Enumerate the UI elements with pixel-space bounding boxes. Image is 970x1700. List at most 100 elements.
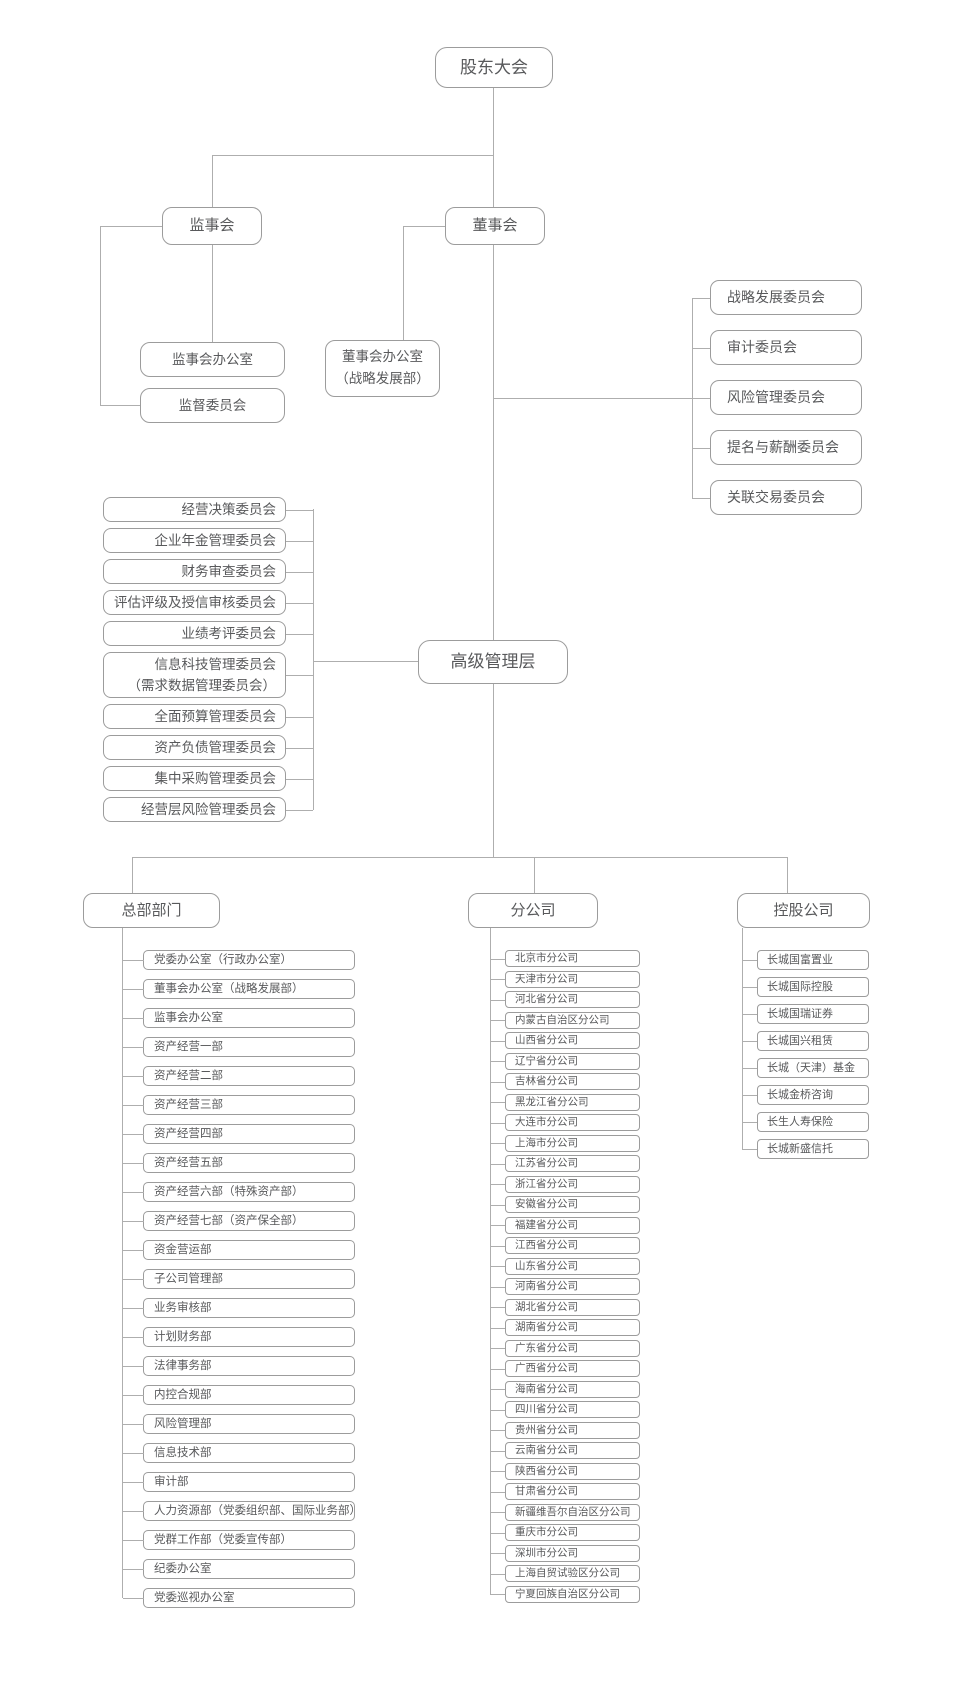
hq-department-box: 党委巡视办公室 [123,1588,355,1608]
supervisory-office-box: 监事会办公室 [140,342,285,377]
branch-company-box: 贵州省分公司 [490,1421,640,1439]
holding-company-box: 长城金桥咨询 [742,1085,869,1105]
connector-line [100,226,101,406]
branch-company-box: 河北省分公司 [490,991,640,1008]
hq-department-box: 资产经营二部 [123,1066,355,1086]
branch-company-box: 湖北省分公司 [490,1298,640,1316]
hq-department-box: 资产经营一部 [123,1037,355,1057]
connector-line [787,857,788,893]
branch-company-box: 四川省分公司 [490,1401,640,1418]
branches-list: 北京市分公司 天津市分公司 河北省分公司 内蒙古自治区分公司 山西省分公司 辽宁… [490,950,640,1606]
board-committee-box: 风险管理委员会 [692,380,862,415]
branch-company-box: 甘肃省分公司 [490,1483,640,1500]
board-committee-box: 关联交易委员会 [692,480,862,515]
hq-department-box: 人力资源部（党委组织部、国际业务部） [123,1501,361,1521]
branch-company-box: 大连市分公司 [490,1114,640,1131]
connector-line [403,226,445,227]
connector-line [490,928,491,1594]
hq-department-box: 业务审核部 [123,1298,355,1318]
holding-companies-list: 长城国富置业 长城国际控股 长城国瑞证券 长城国兴租赁 长城（天津）基金 长城金… [742,950,869,1166]
branch-company-box: 浙江省分公司 [490,1175,640,1193]
hq-department-box: 资产经营六部（特殊资产部） [123,1182,355,1202]
branch-company-box: 福建省分公司 [490,1216,640,1234]
holding-company-box: 长生人寿保险 [742,1112,869,1132]
hq-department-box: 资产经营三部 [123,1095,355,1115]
management-committee-box: 全面预算管理委员会 [103,704,313,729]
branch-company-box: 深圳市分公司 [490,1544,640,1562]
branch-company-box: 安徽省分公司 [490,1196,640,1213]
branch-company-box: 宁夏回族自治区分公司 [490,1585,640,1603]
holding-company-box: 长城（天津）基金 [742,1058,869,1078]
connector-line [493,684,494,857]
branch-company-box: 内蒙古自治区分公司 [490,1011,640,1029]
management-committee-box: 经营决策委员会 [103,497,313,522]
branch-company-box: 海南省分公司 [490,1380,640,1398]
hq-department-box: 法律事务部 [123,1356,355,1376]
connector-line [494,398,692,399]
hq-department-box: 信息技术部 [123,1443,355,1463]
hq-department-box: 党委办公室（行政办公室） [123,950,355,970]
hq-department-box: 党群工作部（党委宣传部） [123,1530,355,1550]
management-committees-list: 经营决策委员会 企业年金管理委员会 财务审查委员会 评估评级及授信审核委员会 业… [103,497,313,828]
connector-line [132,857,788,858]
connector-line [313,661,418,662]
management-committee-box: 信息科技管理委员会 （需求数据管理委员会） [103,652,313,698]
branch-company-box: 上海自贸试验区分公司 [490,1565,640,1582]
hq-department-box: 资产经营四部 [123,1124,355,1144]
hq-departments-header-box: 总部部门 [83,893,220,928]
connector-line [100,405,140,406]
holding-company-box: 长城新盛信托 [742,1139,869,1159]
board-of-directors-box: 董事会 [445,207,545,245]
hq-department-box: 子公司管理部 [123,1269,355,1289]
hq-department-box: 资产经营五部 [123,1153,355,1173]
hq-department-box: 风险管理部 [123,1414,355,1434]
board-committee-box: 战略发展委员会 [692,280,862,315]
hq-department-box: 资产经营七部（资产保全部） [123,1211,355,1231]
connector-line [132,857,133,895]
board-committees-list: 战略发展委员会 审计委员会 风险管理委员会 提名与薪酬委员会 关联交易委员会 [692,280,862,530]
connector-line [212,155,213,207]
management-committee-box: 财务审查委员会 [103,559,313,584]
hq-department-box: 纪委办公室 [123,1559,355,1579]
branch-company-box: 江西省分公司 [490,1237,640,1254]
connector-line [742,928,743,1149]
connector-line [403,226,404,340]
hq-departments-list: 党委办公室（行政办公室） 董事会办公室（战略发展部） 监事会办公室 资产经营一部… [123,950,361,1617]
branches-header-box: 分公司 [468,893,598,928]
connector-line [212,245,213,342]
management-committee-box: 业绩考评委员会 [103,621,313,646]
branch-company-box: 天津市分公司 [490,970,640,988]
hq-department-box: 董事会办公室（战略发展部） [123,979,355,999]
hq-department-box: 审计部 [123,1472,355,1492]
holding-company-box: 长城国瑞证券 [742,1004,869,1024]
management-committee-box: 集中采购管理委员会 [103,766,313,791]
connector-line [212,155,494,156]
connector-line [100,226,162,227]
board-office-box: 董事会办公室 （战略发展部） [325,340,440,397]
management-committee-box: 经营层风险管理委员会 [103,797,313,822]
connector-line [493,245,494,640]
hq-department-box: 资金营运部 [123,1240,355,1260]
connector-line [313,509,314,810]
connector-line [122,928,123,1598]
branch-company-box: 广东省分公司 [490,1339,640,1357]
branch-company-box: 新疆维吾尔自治区分公司 [490,1503,640,1521]
branch-company-box: 黑龙江省分公司 [490,1093,640,1111]
management-committee-box: 企业年金管理委员会 [103,528,313,553]
branch-company-box: 山西省分公司 [490,1032,640,1049]
branch-company-box: 江苏省分公司 [490,1155,640,1172]
holding-company-box: 长城国兴租赁 [742,1031,869,1051]
branch-company-box: 山东省分公司 [490,1257,640,1275]
board-committee-box: 提名与薪酬委员会 [692,430,862,465]
holding-company-box: 长城国富置业 [742,950,869,970]
branch-company-box: 上海市分公司 [490,1134,640,1152]
branch-company-box: 云南省分公司 [490,1442,640,1459]
hq-department-box: 计划财务部 [123,1327,355,1347]
branch-company-box: 河南省分公司 [490,1278,640,1295]
branch-company-box: 广西省分公司 [490,1360,640,1377]
holding-company-box: 长城国际控股 [742,977,869,997]
hq-department-box: 内控合规部 [123,1385,355,1405]
shareholders-meeting-box: 股东大会 [435,47,553,88]
branch-company-box: 北京市分公司 [490,950,640,967]
